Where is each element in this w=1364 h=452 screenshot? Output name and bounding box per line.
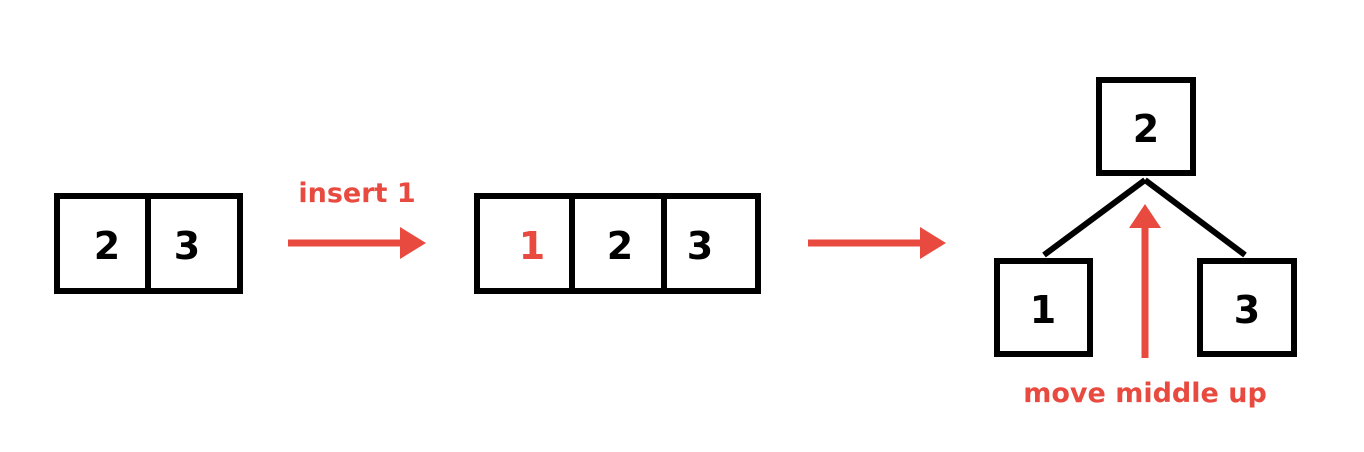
initial-node: 2 3 <box>54 193 243 294</box>
overflow-inserted-key: 1 <box>519 224 545 268</box>
left-child-box <box>994 258 1093 357</box>
result-tree: 2 1 3 <box>994 77 1297 357</box>
promote-label: move middle up <box>1023 378 1267 409</box>
insert-label: insert 1 <box>298 178 415 209</box>
overflow-key-3: 3 <box>687 224 713 268</box>
tree-edge-right <box>1143 177 1247 258</box>
overflow-key-2: 2 <box>607 224 633 268</box>
split-arrow-head <box>920 227 946 259</box>
overflow-node-box <box>474 193 761 294</box>
promote-arrow <box>1129 204 1161 358</box>
right-child-box <box>1197 258 1297 357</box>
initial-key-2: 3 <box>174 224 200 268</box>
promote-arrow-head <box>1129 204 1161 228</box>
overflow-node: 1 2 3 <box>474 193 761 294</box>
insert-arrow <box>288 227 426 259</box>
tree-edge-left <box>1042 177 1147 258</box>
insert-arrow-head <box>400 227 426 259</box>
left-child-key: 1 <box>1030 288 1056 332</box>
right-child-key: 3 <box>1234 288 1260 332</box>
initial-key-1: 2 <box>94 224 120 268</box>
root-key: 2 <box>1133 107 1159 151</box>
split-arrow <box>808 227 946 259</box>
root-node-box <box>1096 77 1196 176</box>
